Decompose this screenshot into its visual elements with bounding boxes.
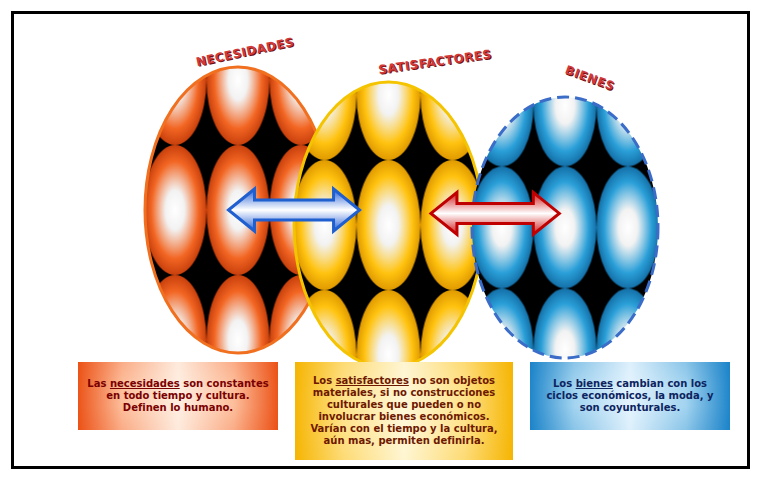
note-text: Las necesidades son constantes en todo t… — [86, 378, 270, 414]
satisfier-note-box: Los satisfactores no son objetos materia… — [295, 362, 513, 460]
ellipse-shape — [470, 95, 660, 360]
goods-ellipse: BIENES — [470, 95, 660, 360]
text-run: Los — [553, 378, 576, 389]
ellipse-title: BIENES — [563, 63, 616, 94]
ellipse-outline — [472, 97, 658, 358]
text-run: Los — [313, 375, 336, 386]
need-note-box: Las necesidades son constantes en todo t… — [78, 362, 278, 430]
ellipse-shape — [292, 80, 485, 370]
note-text: Los satisfactores no son objetos materia… — [303, 375, 505, 447]
satisfier-ellipse: SATISFACTORES — [292, 80, 485, 370]
frame-border — [13, 13, 749, 468]
underlined-word: necesidades — [110, 378, 180, 389]
ellipse-title: SATISFACTORES — [377, 47, 492, 77]
underlined-word: bienes — [576, 378, 613, 389]
note-text: Los bienes cambian con los ciclos económ… — [538, 378, 722, 414]
ellipse-outline — [294, 82, 483, 368]
text-run: Las — [87, 378, 110, 389]
underlined-word: satisfactores — [336, 375, 409, 386]
goods-note-box: Los bienes cambian con los ciclos económ… — [530, 362, 730, 430]
ellipse-title: NECESIDADES — [195, 35, 296, 69]
